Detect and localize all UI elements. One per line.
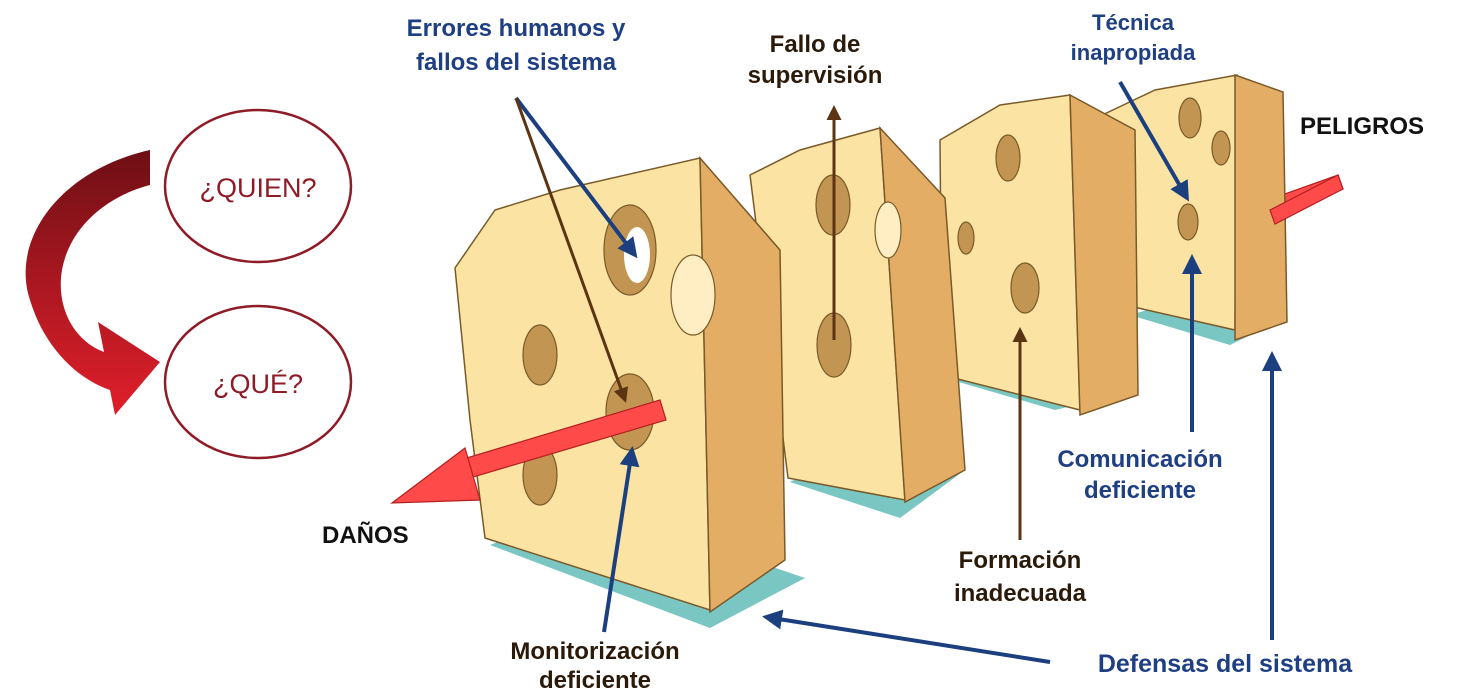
arrow-defensas-1 [766, 617, 1050, 662]
curved-arrow-icon [26, 150, 160, 415]
label-formacion-line2: inadecuada [954, 580, 1087, 607]
label-formacion-line1: Formación [959, 547, 1082, 574]
label-defensas: Defensas del sistema [1098, 650, 1353, 678]
label-errores-line1: Errores humanos y [407, 15, 626, 42]
label-peligros: PELIGROS [1300, 113, 1424, 140]
label-fallo-line1: Fallo de [770, 31, 861, 58]
label-danos: DAÑOS [322, 521, 409, 549]
question-what: ¿QUÉ? [165, 306, 351, 458]
label-errores-line2: fallos del sistema [416, 49, 617, 76]
label-tecnica-line1: Técnica [1092, 10, 1175, 35]
cheese-slice-1 [455, 158, 805, 628]
question-what-text: ¿QUÉ? [213, 369, 303, 399]
question-who-text: ¿QUIEN? [199, 173, 316, 203]
label-fallo-line2: supervisión [748, 62, 883, 89]
label-tecnica-line2: inapropiada [1071, 40, 1196, 65]
label-comunicacion-line1: Comunicación [1057, 446, 1222, 473]
label-monitorizacion-line1: Monitorización [510, 638, 679, 665]
label-monitorizacion-line2: deficiente [539, 667, 651, 691]
question-who: ¿QUIEN? [165, 110, 351, 262]
label-comunicacion-line2: deficiente [1084, 477, 1196, 504]
cheese-slice-3 [940, 95, 1140, 415]
